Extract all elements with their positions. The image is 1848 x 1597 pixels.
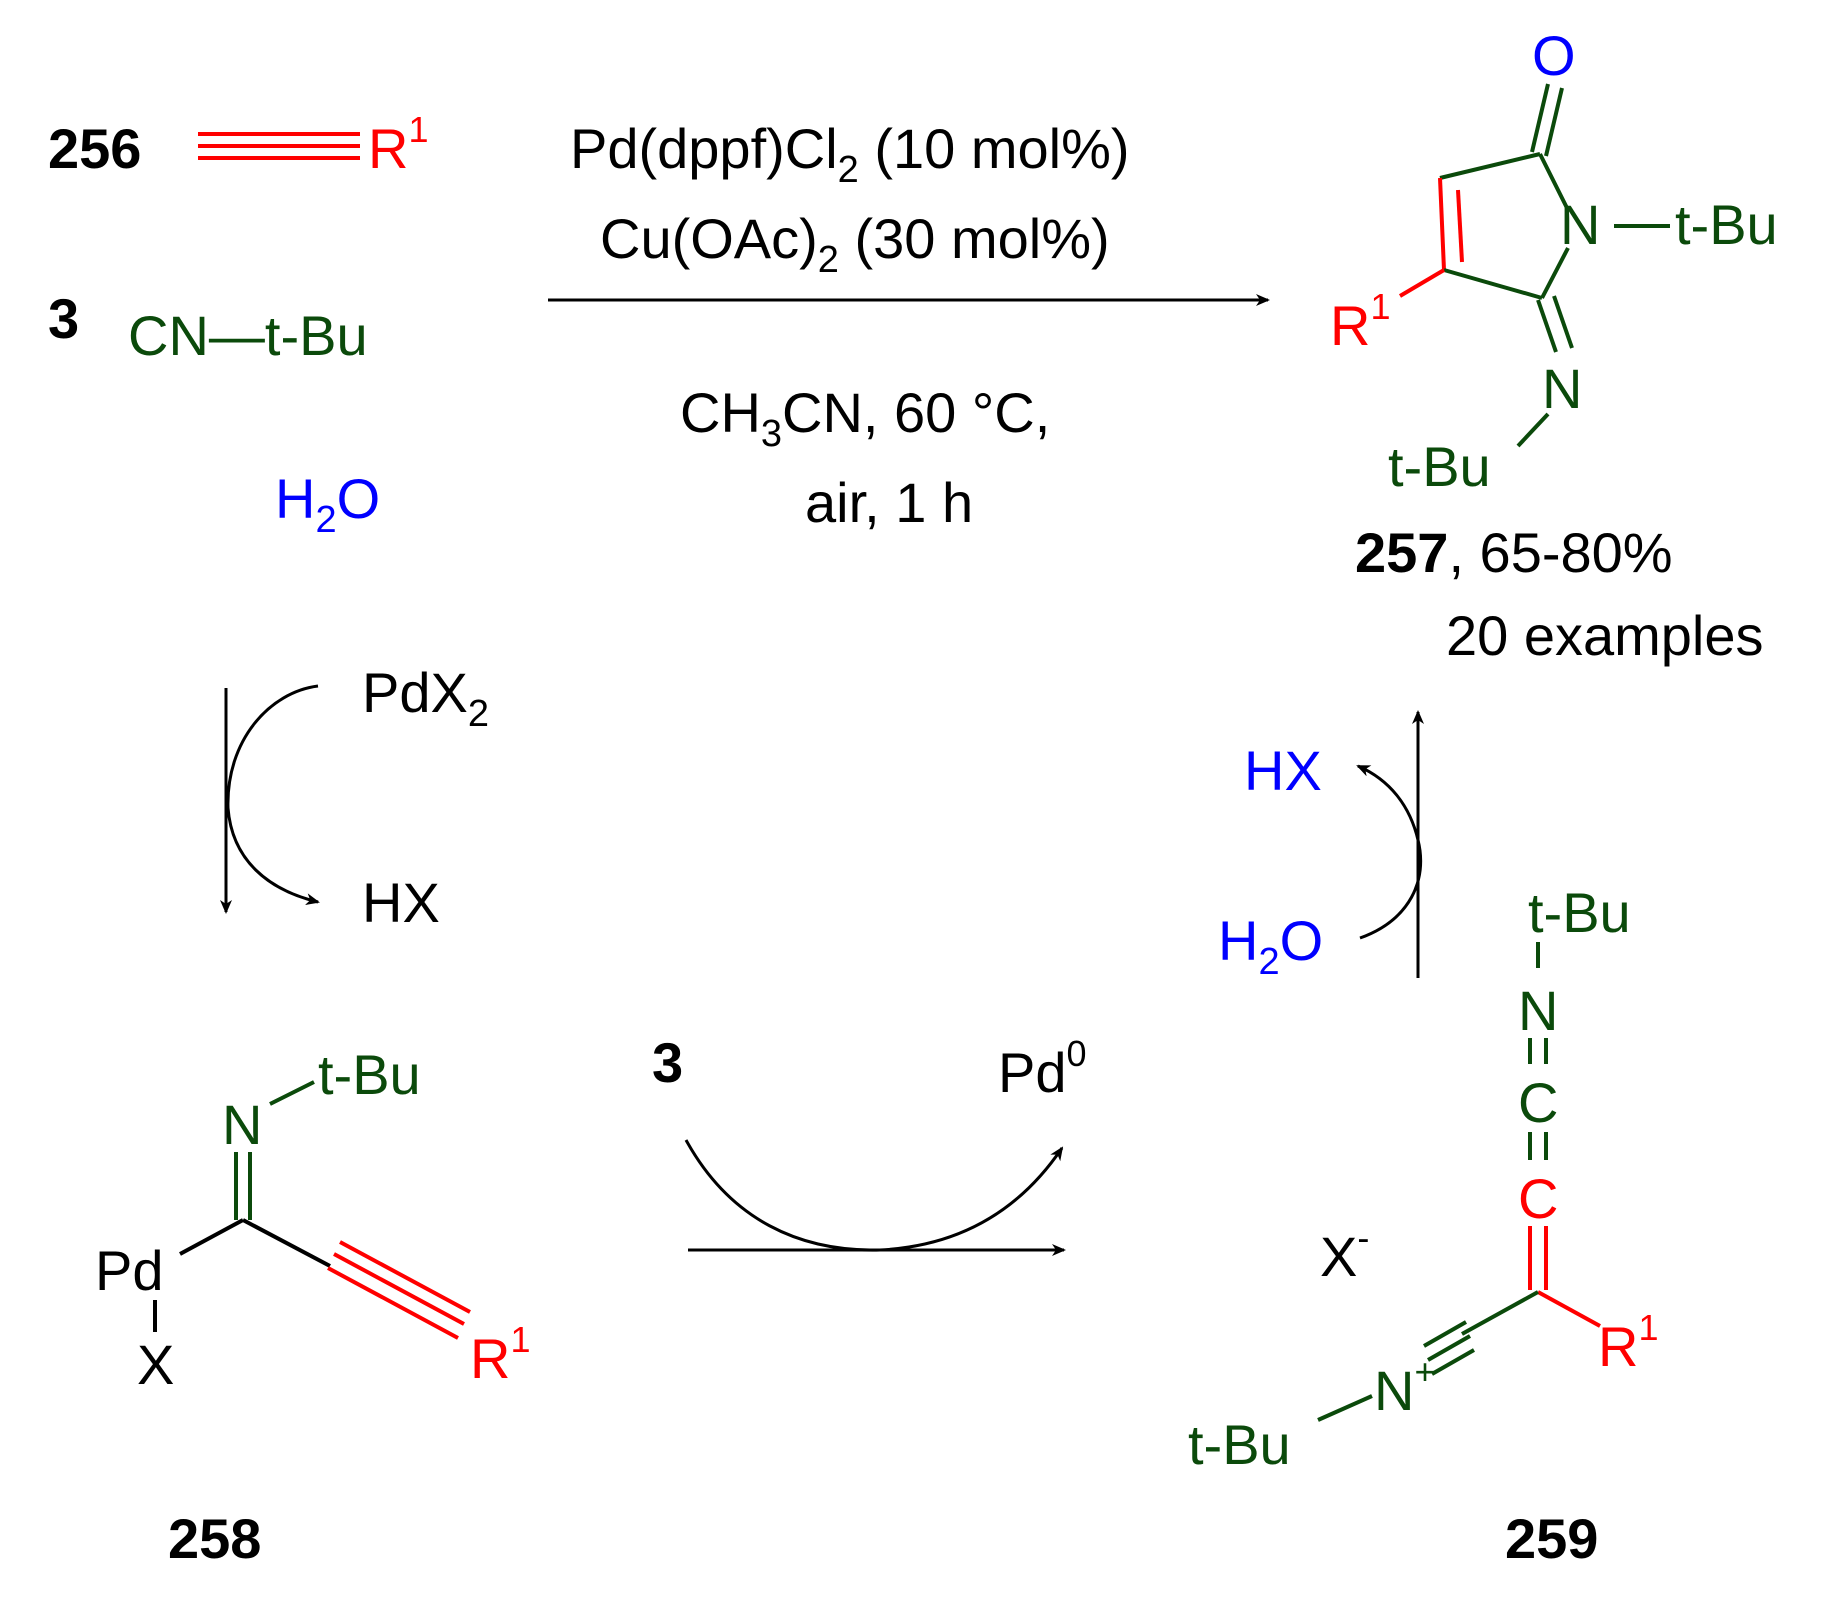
r1-259: R1	[1598, 1307, 1658, 1378]
condition-catalyst: Pd(dppf)Cl2 (10 mol%)	[570, 117, 1130, 191]
product-examples: 20 examples	[1446, 604, 1764, 667]
imine-nitrogen: N	[1542, 357, 1582, 420]
r1-258: R1	[470, 1319, 530, 1390]
triple-bond	[198, 132, 360, 160]
water-reagent: H2O	[275, 467, 380, 541]
n-tbu: t-Bu	[1675, 193, 1778, 256]
x-258: X	[137, 1333, 174, 1396]
intermediate-258: t-Bu N Pd X R1 258	[95, 1043, 530, 1570]
c-mid-259: C	[1518, 1167, 1558, 1230]
compound-label-256: 256	[48, 117, 141, 180]
compound-label-258: 258	[168, 1507, 261, 1570]
n-258: N	[222, 1093, 262, 1156]
reactant-alkyne-256: 256 R1	[48, 109, 428, 180]
bottom-step: 3 Pd0	[652, 1031, 1087, 1256]
bottom-curved-arrow	[684, 1139, 1064, 1252]
compound-label-259: 259	[1505, 1507, 1598, 1570]
x-minus-259: X-	[1320, 1217, 1369, 1288]
tbu-258: t-Bu	[318, 1043, 421, 1106]
tbu-top-259: t-Bu	[1528, 881, 1631, 944]
right-curved-arrow	[1356, 764, 1423, 940]
r1-group: R1	[368, 109, 428, 180]
h2o-right: H2O	[1218, 909, 1323, 983]
tbu-bottom-259: t-Bu	[1188, 1413, 1291, 1476]
product-257: O N t-Bu R1 N t-Bu 257, 65-80% 20 exampl…	[1330, 24, 1778, 667]
condition-oxidant: Cu(OAc)2 (30 mol%)	[600, 207, 1110, 281]
pdx2-reagent: PdX2	[362, 661, 489, 735]
isocyanide-formula: CN—t-Bu	[128, 304, 368, 367]
n-top-259: N	[1518, 979, 1558, 1042]
condition-atmosphere-time: air, 1 h	[805, 471, 973, 534]
product-yield-line: 257, 65-80%	[1355, 521, 1673, 584]
intermediate-259: t-Bu N C C R1 N+ t-Bu X- 259	[1188, 881, 1658, 1570]
pd0: Pd0	[998, 1033, 1087, 1104]
hx-right: HX	[1244, 739, 1322, 802]
pd-258: Pd	[95, 1239, 164, 1302]
ring-nitrogen: N	[1560, 193, 1600, 256]
left-curved-arrow	[226, 684, 320, 906]
product-r1: R1	[1330, 286, 1390, 357]
imine-tbu: t-Bu	[1388, 435, 1491, 498]
condition-solvent: CH3CN, 60 °C,	[680, 381, 1050, 455]
reactant-isocyanide-3: 3 CN—t-Bu	[48, 287, 368, 367]
right-step: HX H2O	[1218, 710, 1424, 983]
c-top-259: C	[1518, 1071, 1558, 1134]
compound-label-3: 3	[48, 287, 79, 350]
left-step: PdX2 HX	[220, 661, 489, 934]
reaction-conditions: Pd(dppf)Cl2 (10 mol%) Cu(OAc)2 (30 mol%)…	[570, 117, 1130, 534]
n-plus-259: N+	[1374, 1351, 1435, 1422]
hx-left: HX	[362, 871, 440, 934]
carbonyl-oxygen: O	[1532, 24, 1576, 87]
isocyanide-label-cycle: 3	[652, 1031, 683, 1094]
